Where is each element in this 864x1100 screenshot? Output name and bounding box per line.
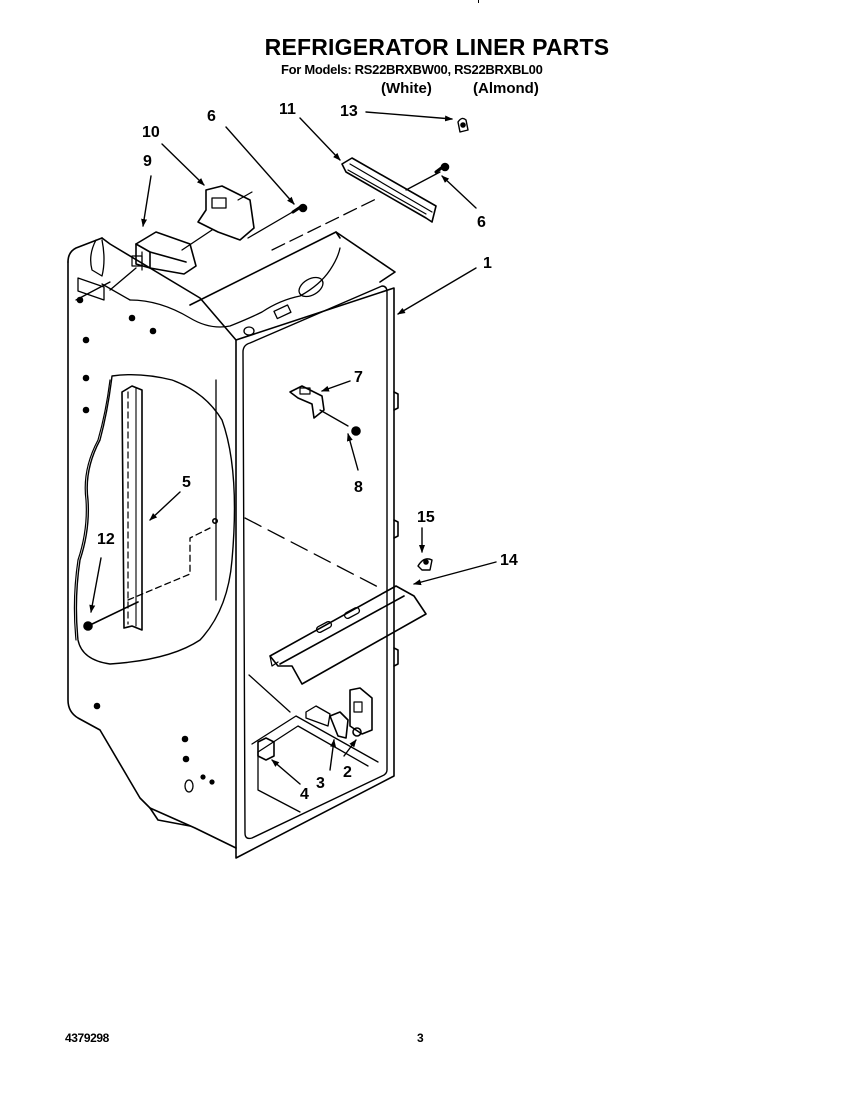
callout-6-upper-right: 6 bbox=[477, 214, 486, 231]
part-15-clip bbox=[417, 558, 433, 571]
document-number: 4379298 bbox=[65, 1031, 109, 1045]
top-tick-mark bbox=[478, 0, 479, 3]
part-14-crisper-support bbox=[269, 585, 427, 685]
part-2-lower-bracket bbox=[349, 687, 373, 737]
part-11-top-channel bbox=[341, 157, 437, 223]
page-title: REFRIGERATOR LINER PARTS bbox=[264, 34, 610, 60]
callout-14: 14 bbox=[500, 552, 518, 569]
callout-15: 15 bbox=[417, 509, 435, 526]
part-3-clip bbox=[305, 705, 349, 739]
callout-7: 7 bbox=[354, 369, 363, 386]
part-9-light-housing bbox=[131, 231, 197, 275]
callout-13: 13 bbox=[340, 103, 358, 120]
callout-3: 3 bbox=[316, 775, 325, 792]
liner-body bbox=[67, 231, 399, 859]
cutaway-outline bbox=[75, 373, 236, 665]
callout-11: 11 bbox=[279, 101, 296, 118]
models-subtitle: For Models: RS22BRXBW00, RS22BRXBL00 bbox=[281, 62, 543, 77]
callout-2: 2 bbox=[343, 764, 352, 781]
part-4-block bbox=[257, 737, 275, 761]
part-10-light-bracket bbox=[197, 185, 255, 241]
callout-10: 10 bbox=[142, 124, 160, 141]
callout-12: 12 bbox=[97, 531, 115, 548]
variant-white-label: (White) bbox=[381, 80, 432, 97]
callout-6-upper-left: 6 bbox=[207, 108, 216, 125]
callout-1: 1 bbox=[483, 255, 492, 272]
callout-5: 5 bbox=[182, 474, 191, 491]
variant-almond-label: (Almond) bbox=[473, 80, 539, 97]
callout-9: 9 bbox=[143, 153, 152, 170]
callout-8: 8 bbox=[354, 479, 363, 496]
page-number: 3 bbox=[417, 1031, 424, 1045]
part-13-clip bbox=[457, 117, 469, 133]
part-5-shelf-rail bbox=[121, 385, 143, 631]
callout-4: 4 bbox=[300, 786, 309, 803]
callout-leaders bbox=[89, 111, 497, 785]
part-7-bracket bbox=[289, 385, 325, 419]
